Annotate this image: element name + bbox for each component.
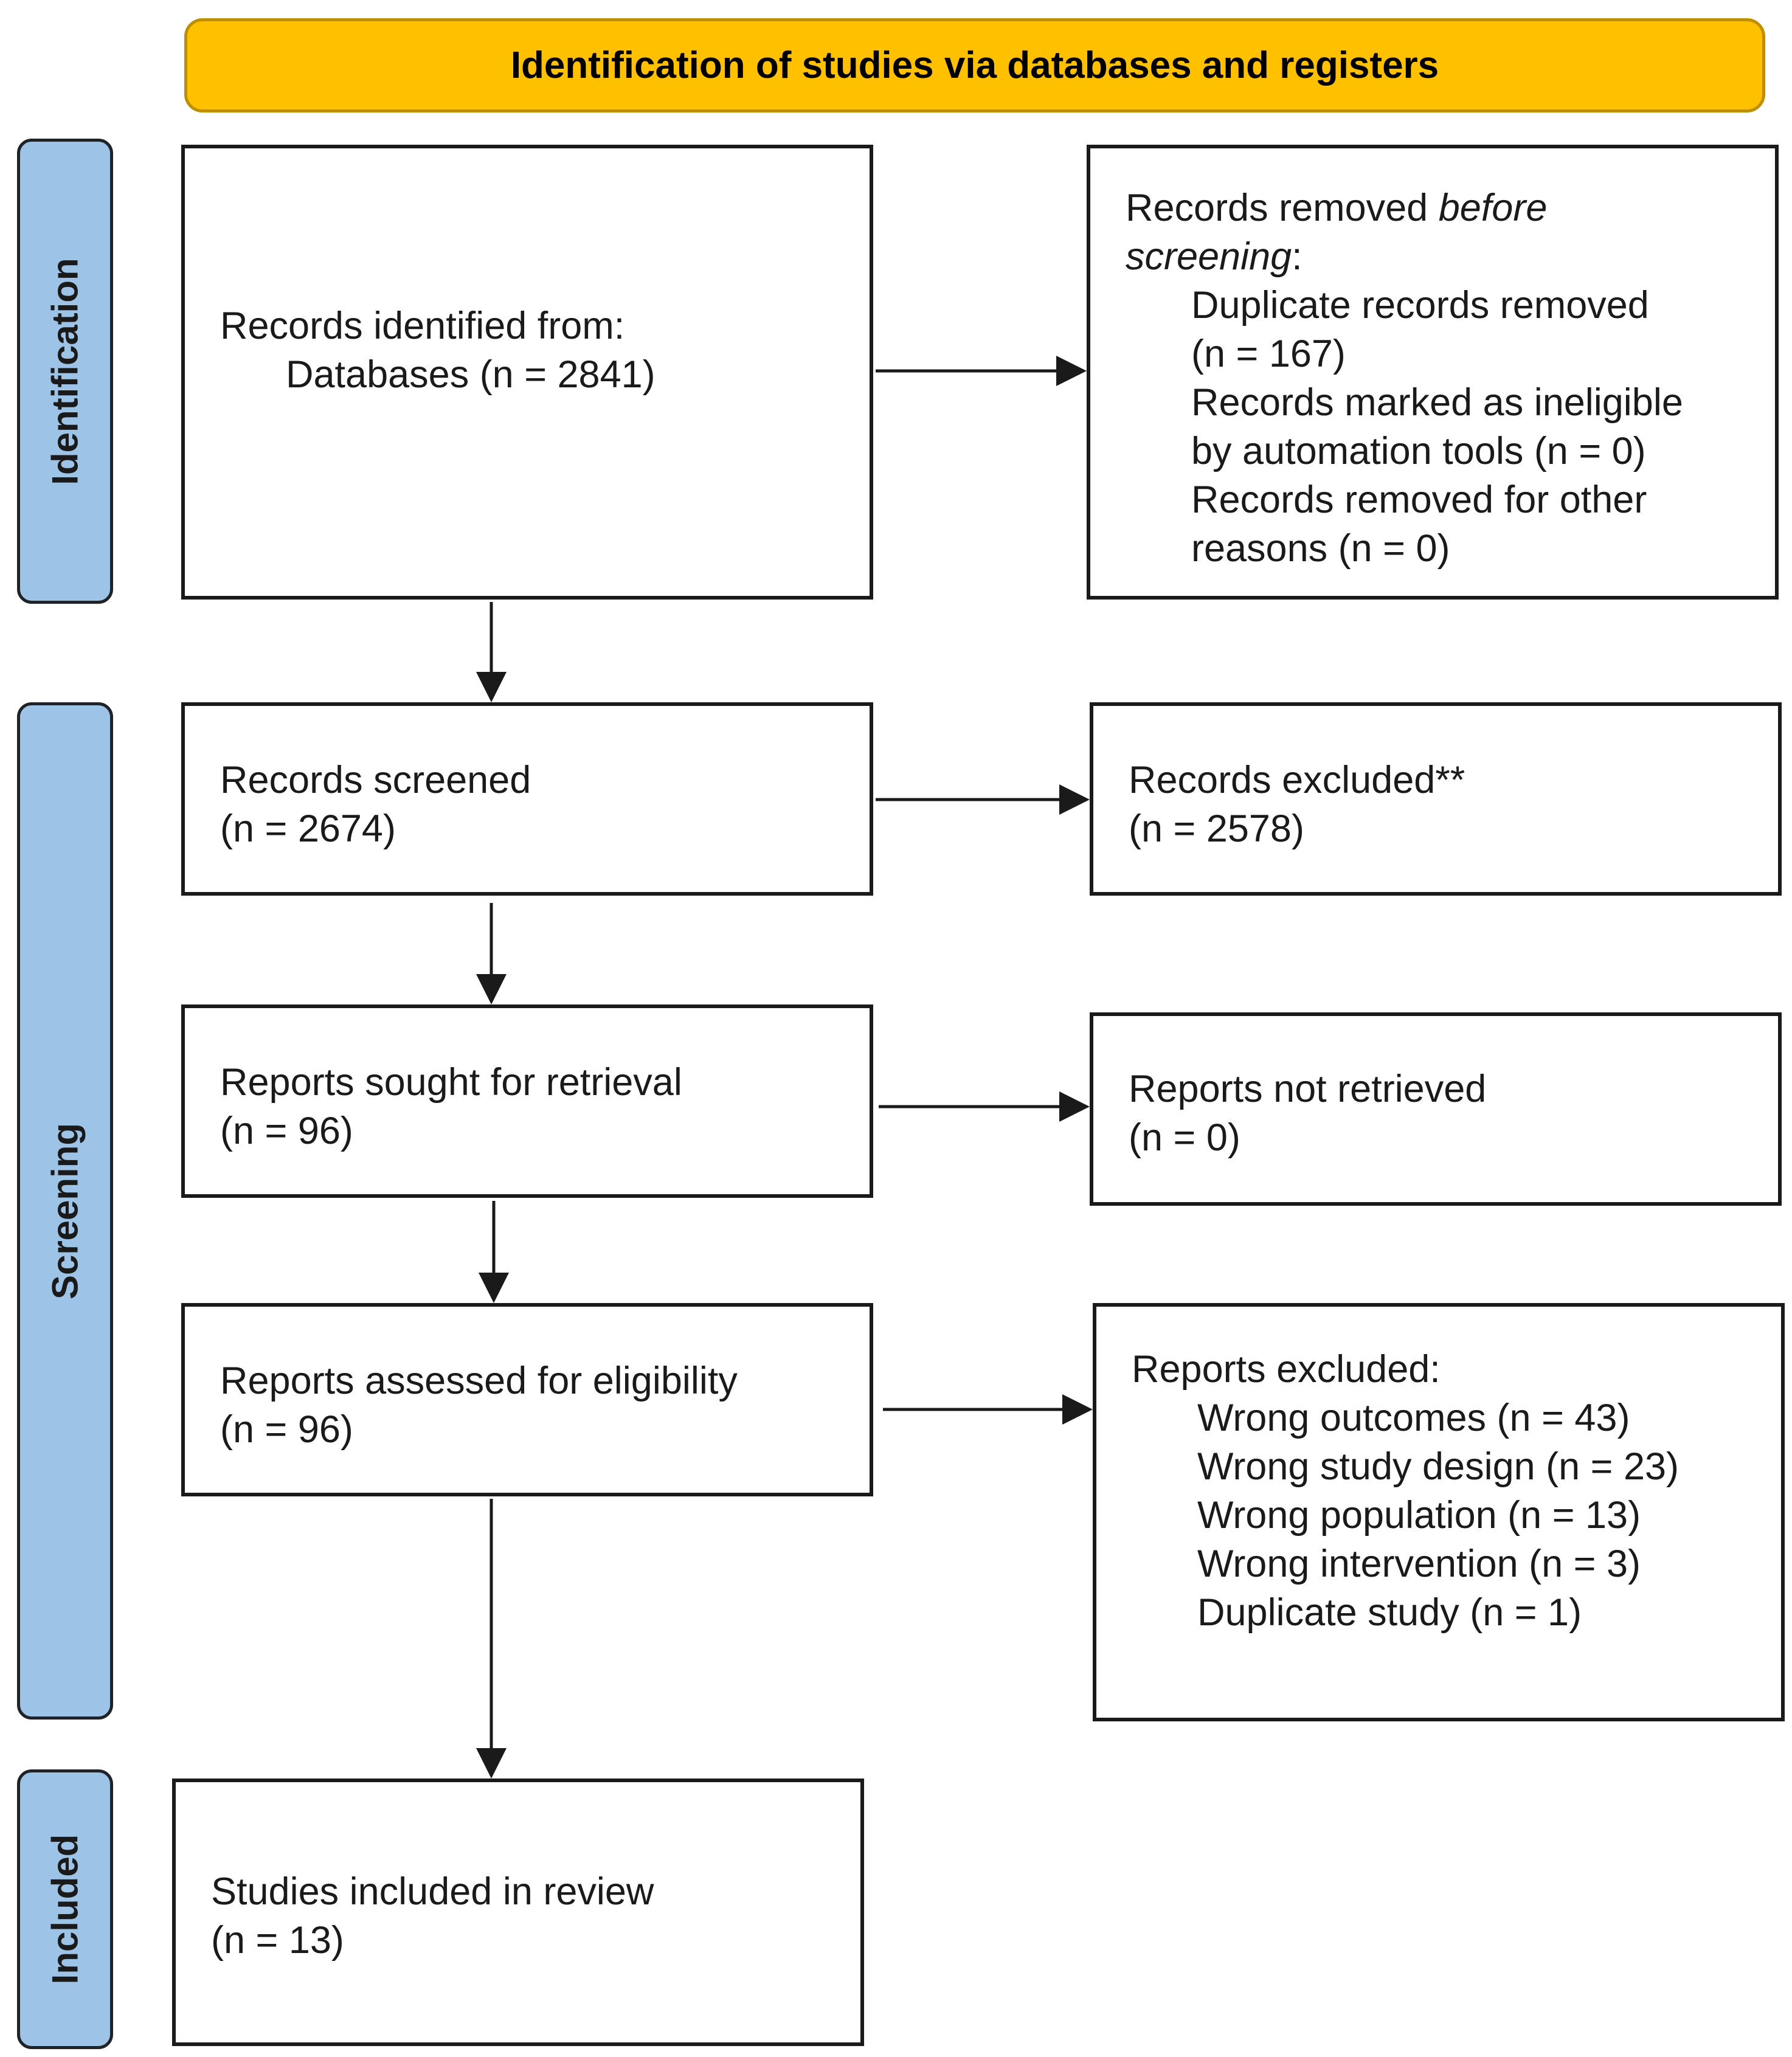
records-screened-box: Records screened (n = 2674)	[181, 702, 873, 896]
phase-identification: Identification	[17, 139, 113, 604]
header-title: Identification of studies via databases …	[510, 44, 1439, 86]
reports-excluded-heading: Reports excluded:	[1132, 1348, 1441, 1391]
reports-excluded-box: Reports excluded: Wrong outcomes (n = 43…	[1093, 1303, 1785, 1721]
reports-sought-label: Reports sought for retrieval	[220, 1061, 682, 1104]
reports-assessed-label: Reports assessed for eligibility	[220, 1360, 738, 1402]
records-excluded-label: Records excluded**	[1129, 759, 1465, 801]
reports-excluded-item: Wrong population (n = 13)	[1197, 1494, 1641, 1537]
phase-screening: Screening	[17, 702, 113, 1720]
removed-item: (n = 167)	[1191, 333, 1346, 375]
records-removed-heading: Records removed before	[1126, 187, 1548, 229]
reports-excluded-item: Wrong outcomes (n = 43)	[1197, 1397, 1630, 1439]
records-removed-box: Records removed before screening: Duplic…	[1087, 145, 1779, 600]
records-screened-count: (n = 2674)	[220, 807, 396, 850]
removed-item: reasons (n = 0)	[1191, 527, 1450, 570]
records-identified-databases: Databases (n = 2841)	[286, 353, 656, 396]
removed-item: by automation tools (n = 0)	[1191, 430, 1646, 472]
removed-item: Records removed for other	[1191, 479, 1647, 521]
header-banner: Identification of studies via databases …	[184, 18, 1765, 112]
records-excluded-count: (n = 2578)	[1129, 807, 1304, 850]
studies-included-box: Studies included in review (n = 13)	[172, 1779, 864, 2046]
reports-excluded-item: Wrong study design (n = 23)	[1197, 1445, 1680, 1488]
records-screened-label: Records screened	[220, 759, 531, 801]
phase-included: Included	[17, 1769, 113, 2049]
reports-not-retrieved-box: Reports not retrieved (n = 0)	[1090, 1012, 1782, 1206]
studies-included-count: (n = 13)	[211, 1919, 344, 1962]
records-excluded-box: Records excluded** (n = 2578)	[1090, 702, 1782, 896]
reports-assessed-box: Reports assessed for eligibility (n = 96…	[181, 1303, 873, 1496]
reports-assessed-count: (n = 96)	[220, 1408, 353, 1451]
studies-included-label: Studies included in review	[211, 1870, 654, 1913]
reports-not-retrieved-label: Reports not retrieved	[1129, 1068, 1487, 1110]
removed-item: Duplicate records removed	[1191, 284, 1649, 327]
reports-sought-box: Reports sought for retrieval (n = 96)	[181, 1004, 873, 1198]
records-identified-heading: Records identified from:	[220, 305, 625, 347]
reports-sought-count: (n = 96)	[220, 1110, 353, 1152]
reports-excluded-item: Duplicate study (n = 1)	[1197, 1591, 1582, 1634]
reports-not-retrieved-count: (n = 0)	[1129, 1116, 1240, 1159]
removed-item: Records marked as ineligible	[1191, 381, 1683, 424]
reports-excluded-item: Wrong intervention (n = 3)	[1197, 1543, 1641, 1585]
records-removed-heading-2: screening:	[1126, 235, 1302, 278]
records-identified-box: Records identified from: Databases (n = …	[181, 145, 873, 600]
